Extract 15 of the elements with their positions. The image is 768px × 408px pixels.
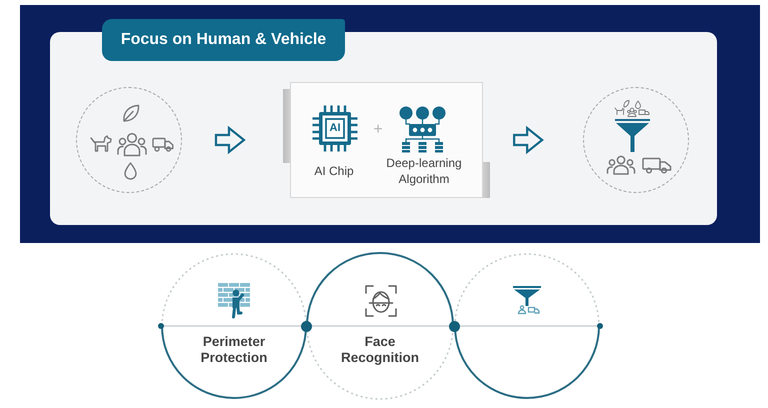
feature-circle xyxy=(454,253,600,399)
arrow xyxy=(513,126,544,154)
feature-circle xyxy=(161,253,307,399)
plus-sign: + xyxy=(373,121,383,139)
feature-circle xyxy=(306,252,454,400)
feature-title: Face Recognition xyxy=(340,334,420,366)
process-card xyxy=(283,82,490,198)
objects-circle xyxy=(76,87,182,193)
section-tab: Focus on Human & Vehicle xyxy=(102,19,345,61)
objects-circle xyxy=(583,87,689,193)
icon-caption: Deep-learning Algorithm xyxy=(385,155,463,187)
arrow xyxy=(214,126,246,154)
icon-caption: AI Chip xyxy=(314,163,354,179)
feature-title: Perimeter Protection xyxy=(200,334,268,366)
chip-label: AI xyxy=(330,122,340,135)
